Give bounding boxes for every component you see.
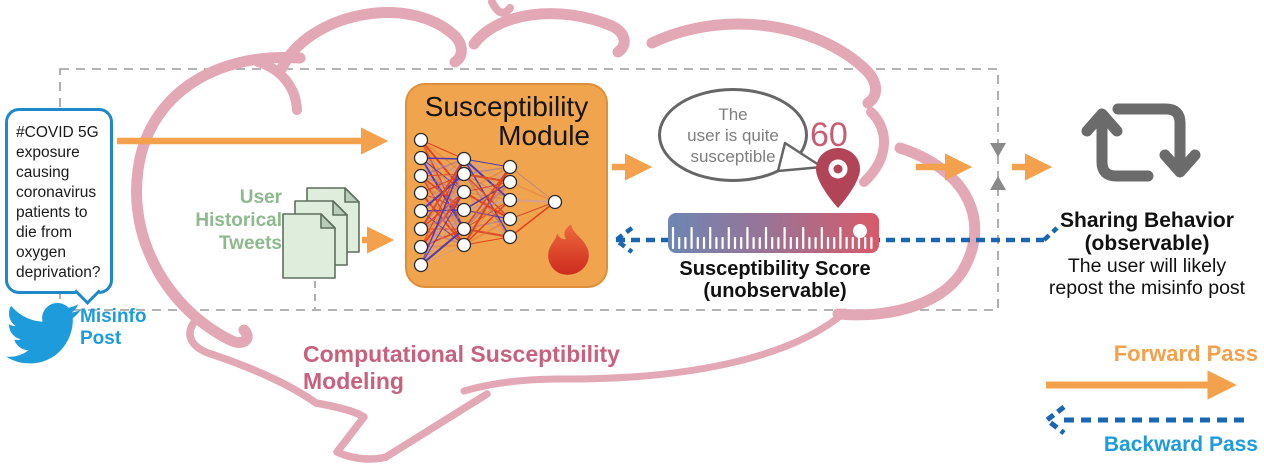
legend-backward-arrowhead bbox=[1042, 405, 1066, 435]
susceptibility-score-label: Susceptibility Score (unobservable) bbox=[660, 258, 890, 302]
location-pin-icon bbox=[816, 148, 860, 208]
merge-arrow-up-icon bbox=[990, 176, 1006, 190]
misinfo-text-line: patients to bbox=[16, 204, 88, 221]
sharing-desc-line: repost the misinfo post bbox=[1048, 277, 1246, 299]
backward-line-hook bbox=[1042, 226, 1059, 242]
backward-arrowhead bbox=[612, 226, 634, 254]
misinfo-label-line: Post bbox=[80, 328, 122, 349]
misinfo-text-line: oxygen bbox=[16, 244, 66, 261]
sharing-subtitle: (observable) bbox=[1084, 232, 1210, 255]
score-marker-dot bbox=[853, 224, 867, 238]
caption-line: Modeling bbox=[303, 368, 404, 394]
historical-tweets-label: User Historical Tweets bbox=[160, 186, 282, 255]
misinfo-post-bubble: #COVID 5G exposure causing coronavirus p… bbox=[5, 108, 113, 305]
score-label-line: (unobservable) bbox=[703, 280, 847, 302]
hist-label-line: User bbox=[239, 187, 282, 208]
ruler-ticks bbox=[671, 226, 873, 250]
sharing-desc-line: The user will likely bbox=[1067, 255, 1227, 277]
misinfo-text-line: #COVID 5G bbox=[16, 124, 99, 141]
module-title-line: Module bbox=[498, 120, 590, 151]
repost-icon bbox=[1081, 103, 1201, 182]
thought-line: The bbox=[718, 105, 748, 124]
hist-label-line: Tweets bbox=[218, 233, 282, 254]
susceptibility-ruler bbox=[668, 213, 879, 253]
forward-pass-arrows bbox=[117, 127, 1237, 400]
misinfo-text-line: exposure bbox=[16, 144, 80, 161]
susceptibility-score-value: 60 bbox=[810, 116, 848, 154]
thought-line: user is quite bbox=[687, 126, 779, 145]
thought-pointer bbox=[776, 141, 824, 173]
sharing-behavior-block: Sharing Behavior (observable) The user w… bbox=[1030, 209, 1264, 299]
legend-forward-label: Forward Pass bbox=[1113, 341, 1258, 366]
thought-line: susceptible bbox=[690, 147, 776, 166]
boundary-merge-arrows bbox=[990, 143, 1006, 190]
module-title-line: Susceptibility bbox=[424, 91, 589, 122]
score-label-line: Susceptibility Score bbox=[679, 258, 871, 280]
figure-caption: Computational Susceptibility Modeling bbox=[303, 341, 663, 395]
sharing-title: Sharing Behavior bbox=[1060, 209, 1234, 232]
susceptibility-module-box: Susceptibility Module bbox=[405, 83, 608, 288]
misinfo-text-line: deprivation? bbox=[16, 264, 101, 281]
misinfo-post-label: Misinfo Post bbox=[80, 306, 147, 350]
documents-icon bbox=[282, 187, 360, 279]
hist-label-line: Historical bbox=[195, 210, 282, 231]
misinfo-label-line: Misinfo bbox=[80, 306, 147, 327]
neural-network-graphic bbox=[413, 132, 563, 273]
fire-icon bbox=[548, 224, 589, 275]
caption-line: Computational Susceptibility bbox=[303, 341, 620, 367]
misinfo-text-line: die from bbox=[16, 224, 72, 241]
misinfo-text-line: causing bbox=[16, 164, 70, 181]
legend-backward-label: Backward Pass bbox=[1103, 433, 1258, 456]
module-title: Susceptibility Module bbox=[407, 85, 606, 152]
misinfo-text-line: coronavirus bbox=[16, 184, 97, 201]
twitter-icon bbox=[6, 302, 81, 364]
merge-arrow-down-icon bbox=[990, 143, 1006, 157]
